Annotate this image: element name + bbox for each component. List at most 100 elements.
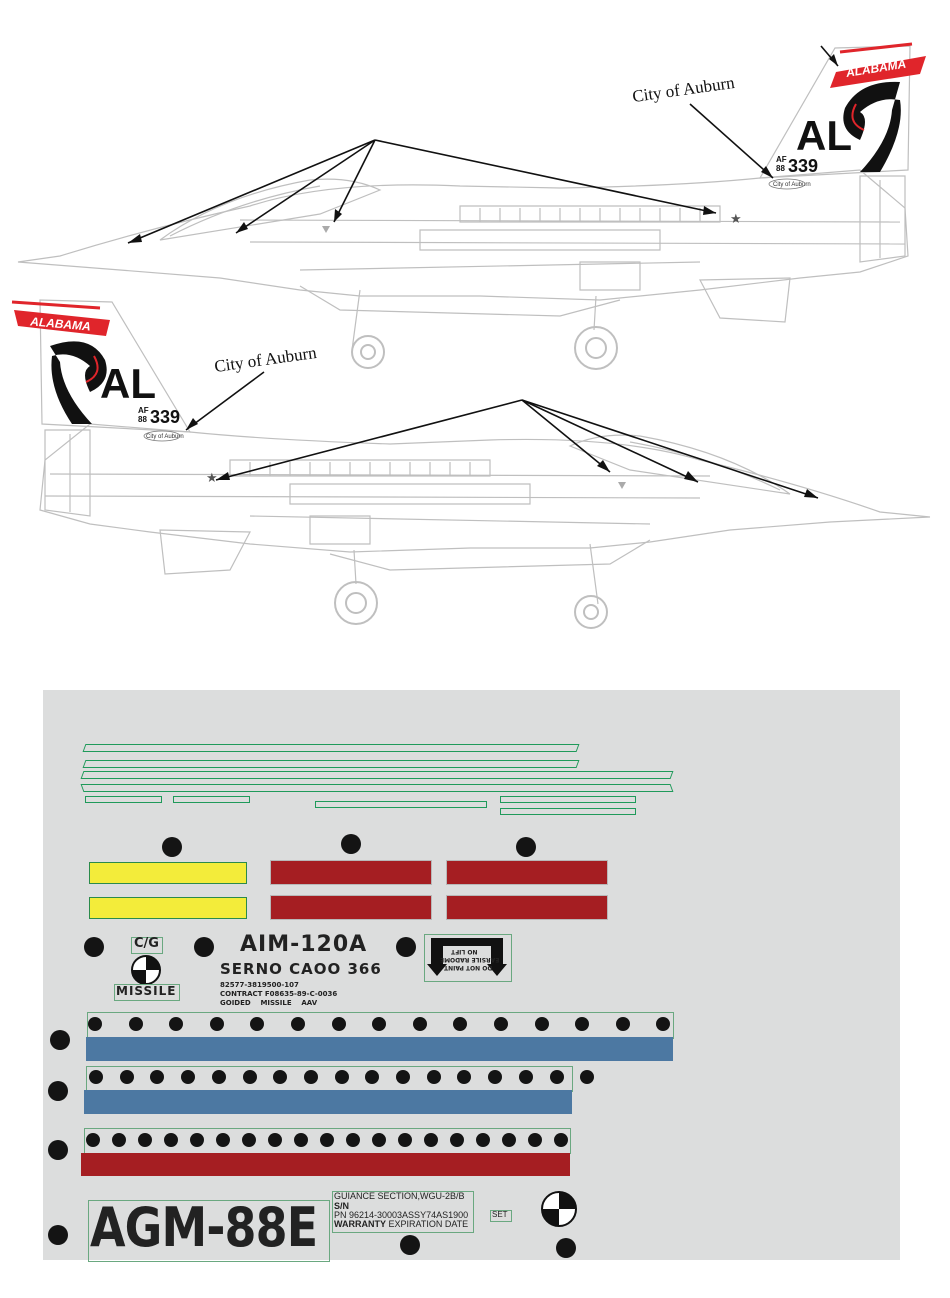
aim-title: AIM-120A xyxy=(240,932,368,957)
bottom-tail-band: ALABAMA xyxy=(29,314,92,333)
svg-text:City of Auburn: City of Auburn xyxy=(773,182,811,188)
stripe xyxy=(500,796,636,803)
decal-small-dot xyxy=(242,1070,257,1084)
decal-dot xyxy=(48,1081,68,1101)
warning-stencil xyxy=(424,934,512,982)
bottom-tail-number: 339 xyxy=(150,407,180,427)
decal-small-dot xyxy=(268,1133,282,1147)
decal-small-dot xyxy=(273,1070,288,1084)
red-panel xyxy=(270,860,432,885)
stripe xyxy=(82,760,580,768)
aim-serno: SERNO CAOO 366 xyxy=(220,960,382,978)
decal-small-dot xyxy=(396,1070,410,1084)
decal-small-dot xyxy=(211,1070,226,1084)
decal-small-dot xyxy=(575,1017,590,1031)
decal-small-dot xyxy=(656,1017,671,1031)
decal-small-dot xyxy=(242,1133,256,1147)
blue-bar xyxy=(86,1037,673,1061)
decal-small-dot xyxy=(488,1070,503,1084)
svg-text:AF: AF xyxy=(776,155,787,164)
guidance-line: PN 96214-30003ASSY74AS1900 xyxy=(334,1210,469,1220)
decal-small-dot xyxy=(320,1133,334,1147)
decal-small-dot xyxy=(534,1017,549,1031)
decal-small-dot xyxy=(169,1017,184,1031)
decal-small-dot xyxy=(334,1070,349,1084)
guidance-line: WARRANTY EXPIRATION DATE xyxy=(334,1219,469,1229)
decal-small-dot xyxy=(476,1133,490,1147)
stripe xyxy=(315,801,487,808)
yellow-panel xyxy=(89,897,247,919)
decal-small-dot xyxy=(331,1017,346,1031)
decal-small-dot xyxy=(216,1133,230,1147)
decal-small-dot xyxy=(426,1070,441,1084)
decal-small-dot xyxy=(190,1133,204,1147)
guidance-line: S/N xyxy=(334,1201,350,1211)
stripe xyxy=(85,796,162,803)
stripe xyxy=(80,784,674,792)
decal-small-dot xyxy=(549,1070,564,1084)
svg-text:AF: AF xyxy=(138,406,149,415)
svg-text:88: 88 xyxy=(776,164,785,173)
top-aircraft-profile: ALABAMA AL AF 88 339 City of Auburn ★ xyxy=(17,42,926,370)
agm-title: AGM-88E xyxy=(90,1196,318,1259)
decal-small-dot xyxy=(615,1017,630,1031)
stripe xyxy=(173,796,250,803)
decal-dot xyxy=(50,1030,70,1050)
decal-small-dot xyxy=(150,1070,165,1084)
bottom-star-icon: ★ xyxy=(206,470,218,485)
decal-small-dot xyxy=(554,1133,568,1147)
stripe xyxy=(80,771,674,779)
yellow-panel xyxy=(89,862,247,884)
decal-small-dot xyxy=(303,1070,318,1084)
top-star-icon: ★ xyxy=(730,211,742,226)
decal-small-dot xyxy=(112,1133,126,1147)
decal-small-dot xyxy=(412,1017,427,1031)
decal-small-dot xyxy=(119,1070,134,1084)
decal-small-dot xyxy=(365,1070,380,1084)
bottom-tail-code: AL xyxy=(100,360,156,407)
decal-dot xyxy=(84,937,104,957)
decal-small-dot xyxy=(580,1070,595,1084)
cg-label: C/G xyxy=(134,936,159,951)
decal-small-dot xyxy=(372,1133,386,1147)
decal-small-dot xyxy=(88,1017,102,1031)
decal-small-dot xyxy=(528,1133,542,1147)
red-bar xyxy=(81,1153,570,1176)
decal-dot xyxy=(400,1235,420,1255)
decal-small-dot xyxy=(457,1070,472,1084)
decal-small-dot xyxy=(209,1017,224,1031)
missile-label: MISSILE xyxy=(116,984,177,998)
decal-small-dot xyxy=(450,1133,464,1147)
stripe xyxy=(82,744,580,752)
decal-small-dot xyxy=(494,1017,508,1031)
decal-small-dot xyxy=(424,1133,438,1147)
cg-target-icon xyxy=(541,1191,577,1227)
decal-small-dot xyxy=(291,1017,305,1031)
decal-small-dot xyxy=(89,1070,103,1084)
decal-dot xyxy=(396,937,416,957)
decal-small-dot xyxy=(128,1017,143,1031)
decal-dot xyxy=(48,1225,68,1245)
decal-dot xyxy=(556,1238,576,1258)
blue-bar xyxy=(84,1090,572,1114)
top-tail-code: AL xyxy=(796,112,852,159)
svg-text:88: 88 xyxy=(138,415,147,424)
decal-small-dot xyxy=(518,1070,533,1084)
stripe xyxy=(500,808,636,815)
guidance-line: GUIANCE SECTION,WGU-2B/B xyxy=(334,1191,465,1201)
decal-small-dot xyxy=(86,1133,100,1147)
decal-small-dot xyxy=(294,1133,308,1147)
decal-small-dot xyxy=(250,1017,265,1031)
red-panel xyxy=(446,895,608,920)
decal-dot xyxy=(341,834,361,854)
bottom-aircraft-profile: ALABAMA AL AF 88 339 City of Auburn ★ xyxy=(11,299,931,629)
decal-small-dot xyxy=(181,1070,196,1084)
decal-dot xyxy=(48,1140,68,1160)
decal-small-dot xyxy=(502,1133,516,1147)
warning-arrow-icon xyxy=(427,938,507,976)
decal-small-dot xyxy=(372,1017,387,1031)
decal-dot xyxy=(194,937,214,957)
decal-dot xyxy=(516,837,536,857)
cg-target-icon xyxy=(131,955,161,985)
red-panel xyxy=(446,860,608,885)
